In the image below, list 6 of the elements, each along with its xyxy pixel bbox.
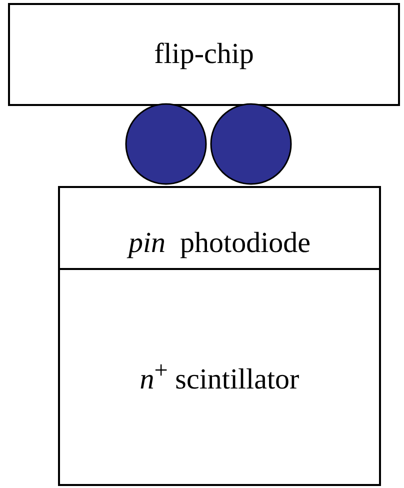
layer-label: pin photodiode (128, 227, 311, 260)
scintillator-block (58, 268, 381, 486)
layer-label: n$^{+}$ scintillator (140, 357, 300, 397)
chip-box (8, 3, 400, 106)
photodiode-layer (58, 186, 381, 270)
layer-label: flip-chip (154, 38, 254, 71)
